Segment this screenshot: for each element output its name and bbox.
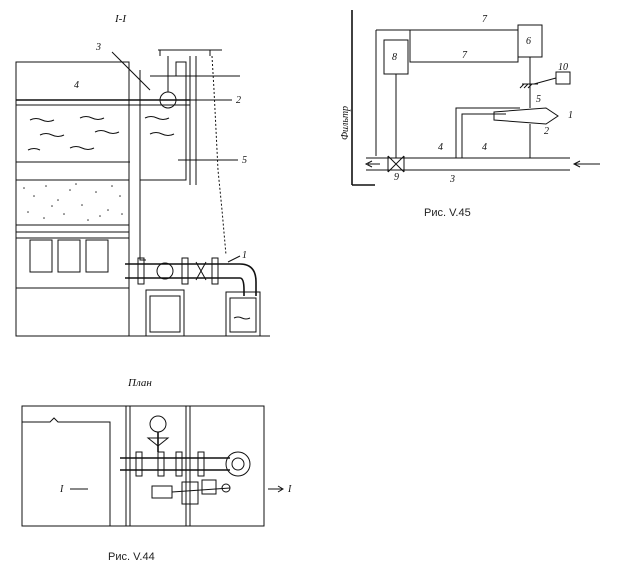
label-7-mid: 7 (462, 50, 468, 61)
top-frame (158, 49, 222, 56)
water-layer (27, 116, 175, 151)
pipeline (125, 257, 257, 296)
label-1: 1 (242, 250, 247, 261)
label-1: 1 (568, 110, 573, 121)
label-9: 9 (394, 172, 399, 183)
fig45: Фильтр 7 7 8 6 10 5 1 2 (340, 10, 600, 219)
section-title: I-I (114, 13, 127, 25)
chain (211, 55, 227, 256)
tube-4 (455, 107, 520, 158)
label-5: 5 (242, 155, 247, 166)
valve-2 (195, 261, 207, 281)
label-3: 3 (449, 174, 455, 185)
valve-9 (387, 155, 405, 173)
controller-box-1 (145, 289, 185, 337)
sand-dots (23, 183, 123, 221)
fig44-section: I-I (15, 13, 270, 337)
filter-tank (15, 61, 130, 289)
label-3: 3 (95, 42, 101, 53)
label-6: 6 (526, 36, 531, 47)
caption-fig44: Рис. V.44 (108, 551, 155, 563)
plan-mark-left: I (59, 484, 64, 495)
side-trough (139, 70, 187, 181)
label-7-top: 7 (482, 14, 488, 25)
caption-fig45: Рис. V.45 (424, 207, 471, 219)
label-5: 5 (536, 94, 541, 105)
plan-valve (149, 415, 167, 433)
drainage-cells (16, 231, 129, 273)
plan-unit-1 (151, 485, 173, 499)
controller-box-2 (225, 291, 261, 337)
label-2: 2 (236, 95, 241, 106)
plan-outline (21, 405, 265, 527)
label-10: 10 (558, 62, 568, 73)
filter-label: Фильтр (340, 106, 351, 140)
label-4-left: 4 (438, 142, 443, 153)
venturi-meter (493, 107, 559, 125)
valve-1 (156, 262, 174, 280)
filter-base (15, 287, 130, 337)
control-pipe-7 (376, 29, 519, 63)
plan-elbow (225, 451, 251, 477)
fig44-plan: План I I Рис. V.44 (21, 377, 292, 563)
label-4: 4 (74, 80, 79, 91)
box-10 (555, 71, 571, 85)
label-4-right: 4 (482, 142, 487, 153)
plan-mark-right: I (287, 484, 292, 495)
label-8: 8 (392, 52, 397, 63)
label-2: 2 (544, 126, 549, 137)
plan-title: План (127, 377, 152, 389)
sand-layer (15, 179, 130, 226)
